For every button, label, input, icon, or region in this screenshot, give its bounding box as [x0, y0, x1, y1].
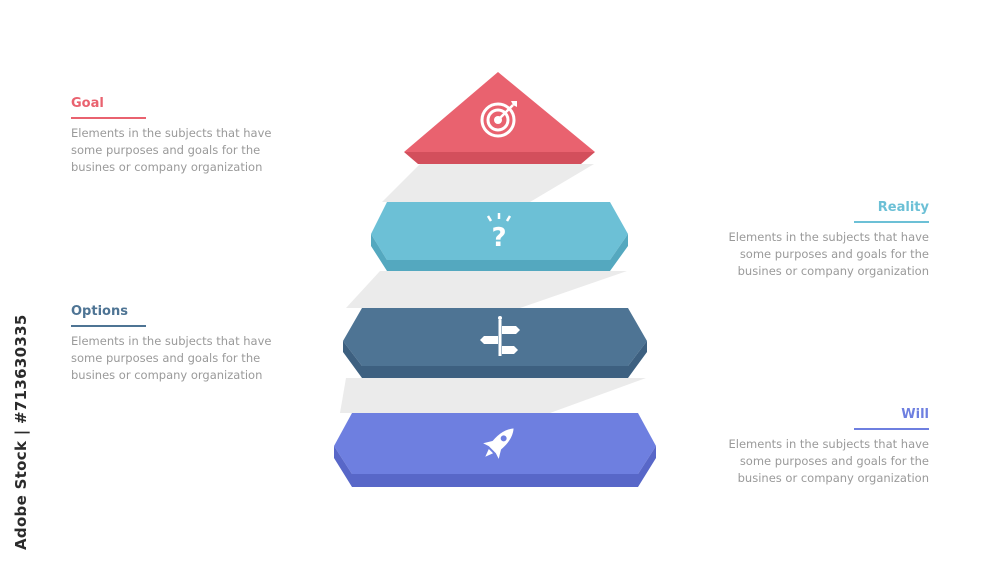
reality-label-block: Reality Elements in the subjects that ha…: [699, 200, 929, 280]
reality-segment: ?: [371, 202, 628, 271]
reality-description: Elements in the subjects that have some …: [728, 230, 929, 278]
stock-watermark: Adobe Stock | #713630335: [12, 314, 30, 550]
will-description: Elements in the subjects that have some …: [728, 437, 929, 485]
goal-description: Elements in the subjects that have some …: [71, 126, 272, 174]
goal-segment: [404, 72, 595, 164]
shadow-band-2: [346, 271, 627, 308]
target-icon: [480, 101, 517, 138]
rocket-icon: [483, 428, 514, 459]
shadow-band-1: [382, 164, 594, 202]
will-title: Will: [901, 407, 929, 422]
will-label-block: Will Elements in the subjects that have …: [699, 407, 929, 487]
reality-bar: [371, 202, 628, 260]
will-segment: [334, 413, 656, 487]
options-bar-edge: [343, 341, 647, 378]
options-description: Elements in the subjects that have some …: [71, 334, 272, 382]
svg-text:?: ?: [491, 223, 506, 253]
will-bar-edge: [334, 446, 656, 487]
options-label-block: Options Elements in the subjects that ha…: [71, 304, 301, 384]
will-rule: [854, 428, 929, 430]
reality-rule: [854, 221, 929, 223]
shadow-band-3: [340, 378, 646, 413]
goal-triangle: [404, 72, 595, 152]
goal-label-block: Goal Elements in the subjects that have …: [71, 96, 301, 176]
question-icon: ?: [486, 213, 512, 253]
goal-rule: [71, 117, 146, 119]
signpost-icon: [480, 316, 520, 356]
goal-title: Goal: [71, 96, 104, 111]
options-rule: [71, 325, 146, 327]
goal-triangle-edge: [404, 152, 595, 164]
reality-bar-edge: [371, 234, 628, 271]
options-title: Options: [71, 304, 128, 319]
options-segment: [343, 308, 647, 378]
reality-title: Reality: [877, 200, 929, 215]
